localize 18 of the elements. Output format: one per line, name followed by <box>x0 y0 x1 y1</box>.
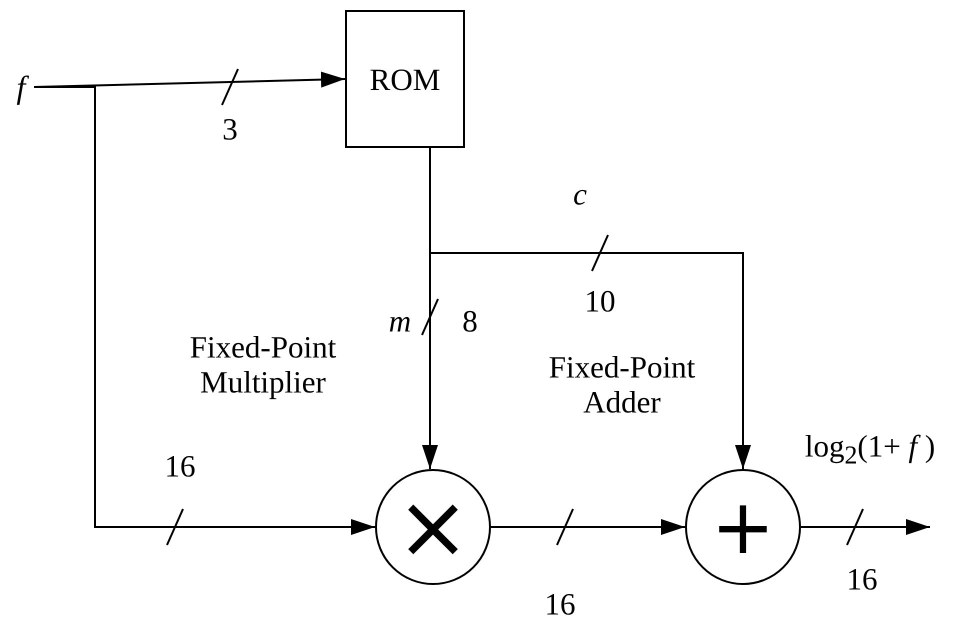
edge-label: 10 <box>584 284 616 320</box>
edge-label: 16 <box>544 588 576 622</box>
operator-circle: × <box>375 469 491 585</box>
operator-circle: + <box>685 469 801 585</box>
edge-label: 8 <box>462 304 478 340</box>
edge-label: 16 <box>164 450 196 484</box>
arrow <box>34 86 375 535</box>
edge-label: 16 <box>846 562 878 598</box>
signal-label: c <box>573 178 587 212</box>
arrow <box>491 519 685 535</box>
edge-label: 3 <box>222 112 238 148</box>
rom-box: ROM <box>345 10 465 148</box>
arrow <box>801 519 930 535</box>
block-caption: Fixed-Point Multiplier <box>188 330 338 400</box>
signal-label: m <box>388 304 412 340</box>
signal-label: log$_{2}$(1+ f ) <box>804 429 936 471</box>
block-caption: Fixed-Point Adder <box>548 350 696 420</box>
input-signal: f <box>8 68 34 106</box>
